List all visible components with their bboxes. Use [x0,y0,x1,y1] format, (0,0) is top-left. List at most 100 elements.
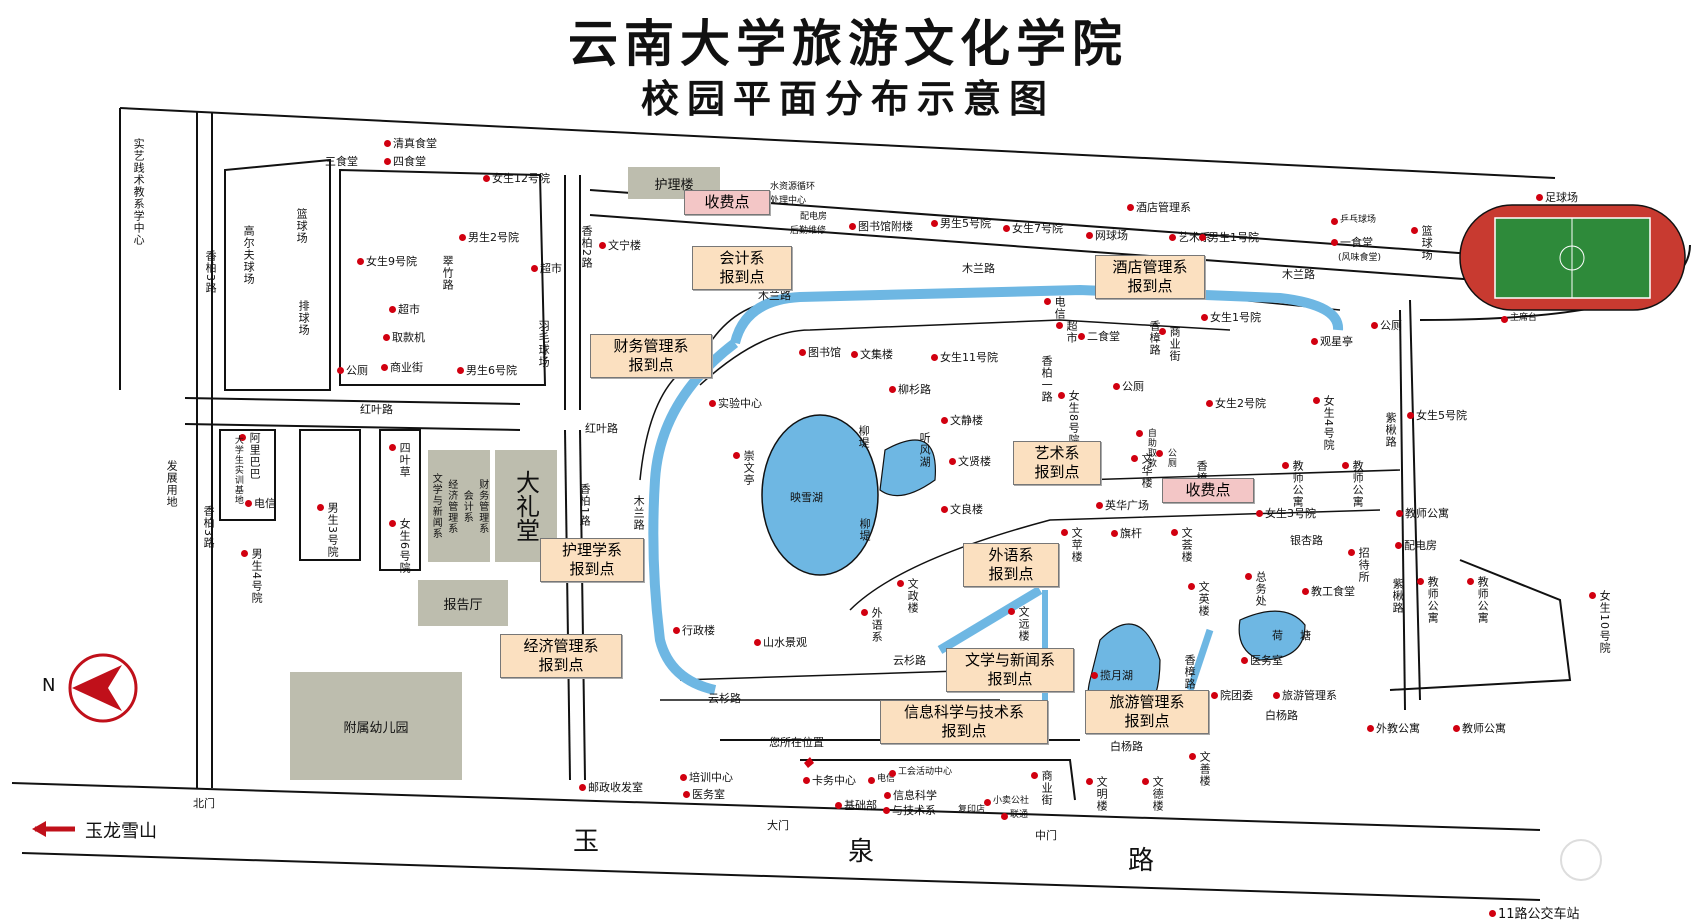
location-dot-icon [1589,592,1596,599]
location-dot-icon [1156,450,1163,457]
location-dot-icon [1342,462,1349,469]
location-dot-icon [531,265,538,272]
map-label: 二食堂 [1087,330,1120,343]
location-dot-icon [483,175,490,182]
map-label: 香樟路 [1148,320,1162,356]
dalitang-label: 大礼堂 [511,470,540,542]
map-label: 旅游管理系 [1282,689,1337,702]
map-label: 中门 [1035,829,1057,842]
map-label: 医务室 [692,788,725,801]
map-label: 文政楼 [906,578,920,614]
map-label: 篮球场 [1420,225,1434,261]
location-dot-icon [889,770,896,777]
map-label: 玉龙雪山 [85,821,157,842]
baogaoting-label: 报告厅 [443,597,483,613]
dept-label: 文学与新闻系 [430,473,442,539]
huli-label: 护理楼 [654,177,694,193]
map-label: 外教公寓 [1376,722,1420,735]
location-dot-icon [851,351,858,358]
location-dot-icon [1453,725,1460,732]
location-dot-icon [884,792,891,799]
location-dot-icon [835,802,842,809]
map-label: 香樟路 [1183,654,1197,690]
map-label: 教师公寓 [1351,460,1365,508]
location-dot-icon [1411,227,1418,234]
map-label: 图书馆 [808,346,841,359]
location-dot-icon [1142,778,1149,785]
dept-label: 会计系 [461,489,473,523]
map-label: 文荟楼 [1180,527,1194,563]
map-label: 电信 [877,774,896,784]
map-label: 旗杆 [1120,527,1142,540]
map-label: 崇文亭 [742,450,756,486]
registration-callout: 外语系报到点 [963,543,1059,587]
location-dot-icon [1417,578,1424,585]
map-label: 教师公寓 [1426,576,1440,624]
map-label: 女生11号院 [940,351,998,364]
location-dot-icon [861,609,868,616]
location-dot-icon [1211,692,1218,699]
location-dot-icon [1367,725,1374,732]
map-label: 超市 [398,303,420,316]
location-dot-icon [897,580,904,587]
location-dot-icon [1008,608,1015,615]
location-dot-icon [709,400,716,407]
map-label: 图书馆附楼 [858,220,913,233]
map-label: 超市 [1065,320,1079,344]
registration-callout: 会计系报到点 [692,246,792,290]
location-dot-icon [1302,588,1309,595]
location-dot-icon [384,140,391,147]
map-label: 酒店管理系 [1136,201,1191,214]
map-label: 基础部 [844,799,877,812]
location-dot-icon [1159,328,1166,335]
location-dot-icon [1086,232,1093,239]
registration-callout: 收费点 [1162,478,1254,503]
map-label: 女生7号院 [1012,222,1063,235]
location-dot-icon [868,777,875,784]
location-dot-icon [1131,455,1138,462]
map-label: 招待所 [1357,547,1371,583]
registration-callout: 财务管理系报到点 [590,334,712,378]
map-label: 女生3号院 [1265,507,1316,520]
location-dot-icon [389,520,396,527]
map-label: 女生12号院 [492,172,550,185]
map-label: 主席台 [1510,313,1538,323]
location-dot-icon [1256,510,1263,517]
map-label: 清真食堂 [393,137,437,150]
map-label: 信息科学 [893,789,937,802]
map-label: 足球场 [1545,191,1578,204]
map-label: 柳堤 [857,425,871,449]
registration-callout: 旅游管理系报到点 [1085,690,1209,734]
map-label: 女生1号院 [1210,311,1261,324]
map-label: 四叶草 [398,442,412,478]
map-label: 公厕 [1380,319,1402,332]
map-label: 阿里巴巴 [248,432,262,480]
map-label: 公厕 [1122,380,1144,393]
kindergarten-label: 附属幼儿园 [343,720,409,736]
map-label: 木兰路 [632,495,646,531]
map-label: 联通 [1010,810,1029,820]
map-label: 电信 [254,497,276,510]
map-label: 文静楼 [950,414,983,427]
pond [1238,610,1306,661]
map-label: 木兰路 [758,289,791,302]
map-label: 发展用地 [165,460,179,508]
map-label: 香柏1路 [578,483,592,527]
map-label: 白杨路 [1265,709,1298,722]
map-label: 文英楼 [1197,581,1211,617]
map-label: 乒乓球场 [1340,215,1377,225]
location-dot-icon [1127,204,1134,211]
map-label: 电信 [1053,296,1067,320]
location-dot-icon [673,627,680,634]
location-dot-icon [381,364,388,371]
location-dot-icon [1001,813,1008,820]
yingxue-lake [761,414,879,576]
location-dot-icon [1245,573,1252,580]
location-dot-icon [683,791,690,798]
map-label: 红叶路 [360,403,393,416]
location-dot-icon [680,774,687,781]
location-dot-icon [389,306,396,313]
map-label: 文明楼 [1095,776,1109,812]
map-label: 女生6号院 [398,518,412,574]
map-label: 泉 [848,837,875,867]
